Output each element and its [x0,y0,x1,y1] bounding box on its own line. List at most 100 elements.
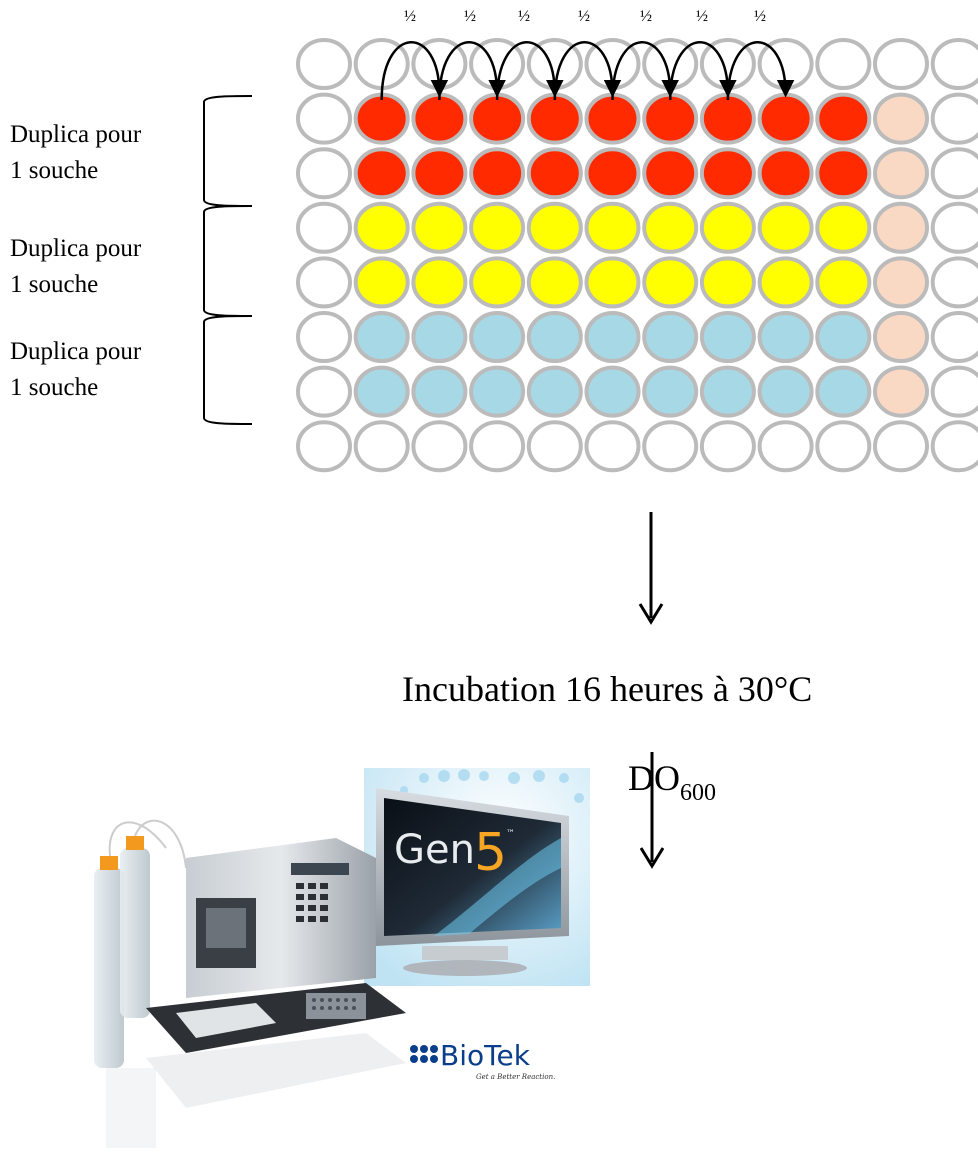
dilution-arc [438,41,506,101]
biotek-logo-graphic: BioTek Get a Better Reaction. [410,1039,555,1081]
dilution-fraction: ½ [518,8,530,25]
plate-well [469,147,526,200]
plate-well [296,420,352,473]
plate-well [699,256,756,309]
plate-well [296,147,352,200]
plate-well [699,365,756,418]
plate-well [411,311,468,363]
plate-well [642,311,699,363]
group-bracket [203,205,253,317]
plate-well [757,147,814,200]
plate-well [930,92,978,145]
plate-well [296,201,352,254]
plate-well [699,311,756,363]
plate-well [757,256,814,309]
plate-well [873,92,929,145]
plate-well [873,420,929,473]
plate-well [699,420,756,473]
plate-well [469,92,526,145]
plate-well [353,365,410,418]
gen5-brand-text: Gen [394,827,475,873]
plate-well [411,147,468,200]
plate-washer-instrument-image [94,819,406,1148]
plate-well [584,201,641,254]
plate-well [411,365,468,418]
plate-well [757,365,814,418]
group-bracket [203,315,253,425]
plate-well [757,201,814,254]
plate-well [296,365,352,418]
incubation-step: Incubation 16 heures à 30°C [402,669,813,709]
plate-well [642,92,699,145]
measurement-main: DO [628,758,680,798]
biotek-tagline: Get a Better Reaction. [476,1073,555,1081]
group-label: Duplica pour 1 souche [10,231,141,303]
gen5-software-image: Gen 5 ™ [364,768,590,986]
dilution-arc [380,41,449,101]
plate-well [296,92,352,145]
dilution-arc [611,41,679,101]
plate-well [815,420,872,473]
plate-well [930,311,978,363]
dilution-arc [553,41,622,101]
plate-well [584,420,641,473]
down-arrow [640,752,664,869]
plate-well [699,92,756,145]
group-brackets [203,95,253,425]
plate-well [642,147,699,200]
plate-well [642,365,699,418]
group-label-line: 1 souche [10,271,99,298]
gen5-tm-text: ™ [506,829,515,839]
group-label-line: 1 souche [10,157,99,184]
plate-well [296,311,352,363]
plate-well [757,311,814,363]
plate-well [296,38,352,90]
plate-well [584,311,641,363]
dilution-arc [668,41,737,101]
dilution-arc [495,41,564,101]
plate-well [873,201,929,254]
group-label: Duplica pour 1 souche [10,334,141,406]
plate-well [642,201,699,254]
plate-wells [296,38,978,473]
plate-well [353,311,410,363]
plate-well [699,147,756,200]
plate-well [873,256,929,309]
plate-well [411,256,468,309]
dilution-fraction: ½ [754,8,766,25]
plate-well [526,92,583,145]
plate-well [930,365,978,418]
plate-well [930,201,978,254]
down-arrow [638,512,664,625]
plate-well [353,147,410,200]
biotek-logo: BioTek Get a Better Reaction. [408,1035,558,1085]
dilution-fraction: ½ [464,8,476,25]
plate-well [296,256,352,309]
plate-well [873,147,929,200]
gen5-version-text: 5 [474,823,507,883]
group-label-line: Duplica pour [10,121,142,148]
plate-well [411,92,468,145]
plate-well [411,420,468,473]
plate-well [469,365,526,418]
plate-well [469,256,526,309]
plate-well [584,256,641,309]
plate-well [815,38,872,90]
plate-well [353,256,410,309]
plate-well [815,147,872,200]
plate-well [526,420,583,473]
group-label-line: Duplica pour [10,338,142,365]
plate-well [526,147,583,200]
plate-well [873,365,929,418]
plate-well [469,420,526,473]
plate-well [469,201,526,254]
plate-well [930,147,978,200]
plate-well [757,92,814,145]
plate-well [873,38,929,90]
plate-well [526,256,583,309]
plate-well [815,201,872,254]
plate-well [930,420,978,473]
plate-well [526,201,583,254]
plate-well [815,92,872,145]
plate-well [526,365,583,418]
